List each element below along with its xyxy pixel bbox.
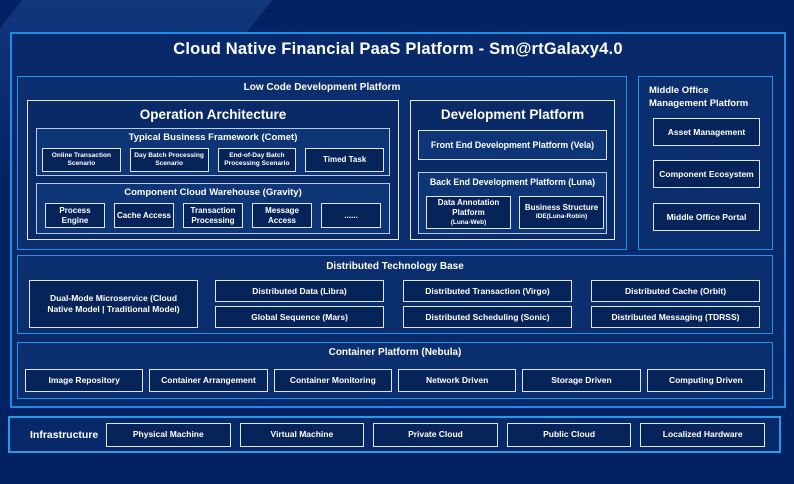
box-middle-office-portal: Middle Office Portal bbox=[653, 203, 760, 231]
box-storage-driven: Storage Driven bbox=[522, 369, 641, 392]
box-online-transaction-scenario: Online Transaction Scenario bbox=[42, 148, 121, 172]
infrastructure-items-row: Physical Machine Virtual Machine Private… bbox=[106, 422, 765, 447]
box-sublabel: (Luna-Web) bbox=[450, 218, 487, 226]
box-component-ecosystem: Component Ecosystem bbox=[653, 160, 760, 188]
box-cache-access: Cache Access bbox=[114, 203, 174, 228]
box-distributed-cache-orbit: Distributed Cache (Orbit) bbox=[591, 280, 760, 302]
box-label: Business Structure bbox=[524, 203, 599, 213]
box-private-cloud: Private Cloud bbox=[373, 422, 498, 447]
group-label: Back End Development Platform (Luna) bbox=[429, 177, 596, 187]
box-day-batch-processing-scenario: Day Batch Processing Scenario bbox=[129, 148, 209, 172]
box-network-driven: Network Driven bbox=[397, 369, 517, 392]
box-timed-task: Timed Task bbox=[305, 148, 384, 172]
section-container-platform-nebula: Container Platform (Nebula) Image Reposi… bbox=[17, 342, 773, 399]
box-virtual-machine: Virtual Machine bbox=[239, 422, 365, 447]
distributed-grid: Distributed Data (Libra) Distributed Tra… bbox=[215, 280, 760, 328]
box-distributed-data-libra: Distributed Data (Libra) bbox=[215, 280, 384, 302]
section-label: Distributed Technology Base bbox=[326, 261, 464, 272]
section-middle-office-management-platform: Middle Office Management Platform Asset … bbox=[638, 76, 773, 250]
box-sublabel: IDE(Luna-Robin) bbox=[535, 213, 588, 221]
box-process-engine: Process Engine bbox=[45, 203, 105, 228]
box-distributed-messaging-tdrss: Distributed Messaging (TDRSS) bbox=[591, 306, 760, 328]
section-label: Low Code Development Platform bbox=[243, 82, 401, 93]
section-label: Infrastructure bbox=[30, 428, 99, 441]
box-image-repository: Image Repository bbox=[25, 369, 144, 392]
box-ellipsis: ...... bbox=[321, 203, 381, 228]
box-distributed-scheduling-sonic: Distributed Scheduling (Sonic) bbox=[403, 306, 572, 328]
panel-title: Operation Architecture bbox=[139, 107, 287, 122]
box-distributed-transaction-virgo: Distributed Transaction (Virgo) bbox=[403, 280, 572, 302]
group-label: Typical Business Framework (Comet) bbox=[128, 132, 298, 143]
section-distributed-technology-base: Distributed Technology Base Dual-Mode Mi… bbox=[17, 255, 773, 334]
box-front-end-development-platform-vela: Front End Development Platform (Vela) bbox=[418, 130, 607, 160]
box-computing-driven: Computing Driven bbox=[646, 369, 765, 392]
box-label: Data Annotation Platform bbox=[437, 197, 500, 218]
box-physical-machine: Physical Machine bbox=[106, 422, 231, 447]
group-label: Component Cloud Warehouse (Gravity) bbox=[124, 187, 302, 198]
section-label: Container Platform (Nebula) bbox=[328, 347, 462, 358]
gravity-items-row: Process Engine Cache Access Transaction … bbox=[45, 203, 381, 228]
comet-items-row: Online Transaction Scenario Day Batch Pr… bbox=[42, 148, 384, 172]
panel-title: Development Platform bbox=[440, 107, 585, 122]
box-public-cloud: Public Cloud bbox=[506, 422, 632, 447]
page-title: Cloud Native Financial PaaS Platform - S… bbox=[173, 40, 623, 58]
box-transaction-processing: Transaction Processing bbox=[183, 203, 243, 228]
box-container-arrangement: Container Arrangement bbox=[149, 369, 268, 392]
box-dual-mode-microservice: Dual-Mode Microservice (Cloud Native Mod… bbox=[29, 280, 198, 328]
section-infrastructure: Infrastructure Physical Machine Virtual … bbox=[8, 416, 781, 453]
box-asset-management: Asset Management bbox=[653, 118, 760, 146]
box-container-monitoring: Container Monitoring bbox=[273, 369, 392, 392]
box-message-access: Message Access bbox=[252, 203, 312, 228]
box-global-sequence-mars: Global Sequence (Mars) bbox=[215, 306, 384, 328]
container-items-row: Image Repository Container Arrangement C… bbox=[25, 369, 765, 392]
box-end-of-day-batch-processing-scenario: End-of-Day Batch Processing Scenario bbox=[217, 148, 297, 172]
box-business-structure-ide: Business Structure IDE(Luna-Robin) bbox=[519, 196, 604, 229]
box-data-annotation-platform: Data Annotation Platform (Luna-Web) bbox=[426, 196, 511, 229]
box-localized-hardware: Localized Hardware bbox=[640, 422, 765, 447]
section-label: Middle Office Management Platform bbox=[649, 85, 749, 109]
